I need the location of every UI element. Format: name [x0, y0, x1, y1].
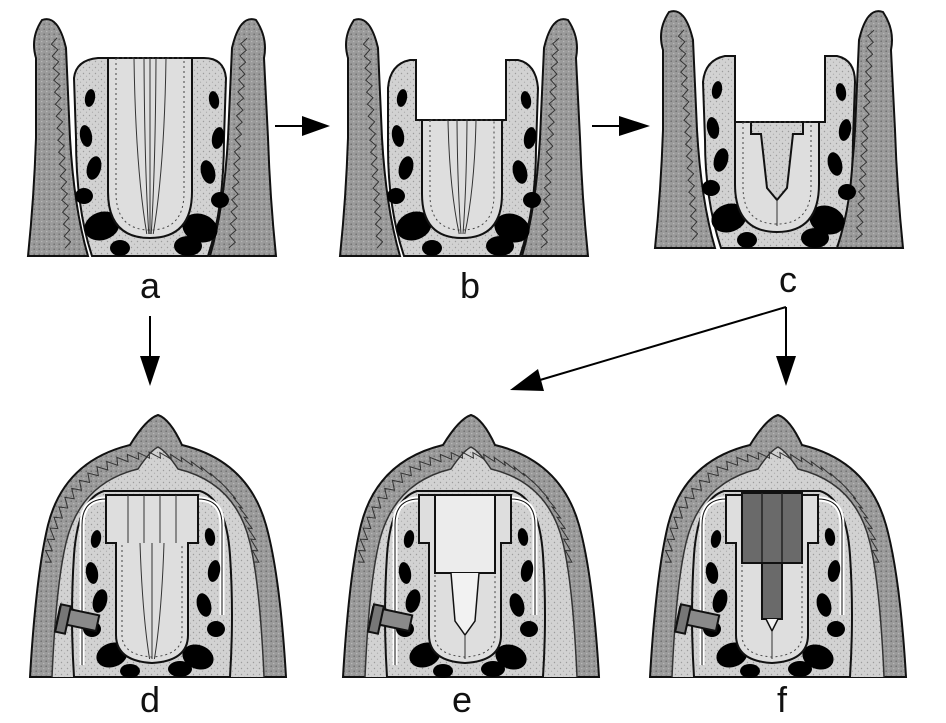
panel-c	[655, 11, 903, 248]
marrow-space	[486, 236, 514, 256]
panel-f	[650, 415, 906, 678]
post-core	[742, 493, 802, 563]
label-f: f	[777, 679, 788, 718]
label-c: c	[779, 259, 797, 300]
marrow-space	[207, 621, 225, 637]
marrow-space	[740, 664, 760, 678]
marrow-space	[211, 192, 229, 208]
marrow-space	[737, 232, 757, 248]
label-e: e	[452, 679, 472, 718]
marrow-space	[788, 661, 812, 677]
marrow-space	[838, 184, 856, 200]
filling-material	[435, 495, 495, 573]
arrow-a-to-d	[140, 316, 160, 386]
marrow-space	[523, 192, 541, 208]
marrow-space	[120, 664, 140, 678]
arrow-c-to-f	[776, 307, 796, 386]
label-b: b	[460, 265, 480, 306]
arrow-b-to-c	[592, 116, 650, 136]
marrow-space	[422, 240, 442, 256]
panel-d	[30, 415, 286, 678]
arrow-a-to-b	[275, 116, 330, 136]
panel-e	[343, 415, 599, 678]
marrow-space	[168, 661, 192, 677]
label-d: d	[140, 679, 160, 718]
marrow-space	[387, 188, 405, 204]
marrow-space	[75, 188, 93, 204]
label-a: a	[140, 265, 161, 306]
marrow-space	[110, 240, 130, 256]
marrow-space	[520, 621, 538, 637]
marrow-space	[433, 664, 453, 678]
marrow-space	[174, 236, 202, 256]
marrow-space	[801, 228, 829, 248]
marrow-space	[702, 180, 720, 196]
tooth-root	[422, 120, 502, 238]
arrow-c-to-e	[510, 307, 786, 391]
panel-a	[28, 19, 276, 256]
marrow-space	[481, 661, 505, 677]
post-shaft	[762, 563, 782, 619]
panel-b	[340, 19, 588, 256]
marrow-space	[827, 621, 845, 637]
